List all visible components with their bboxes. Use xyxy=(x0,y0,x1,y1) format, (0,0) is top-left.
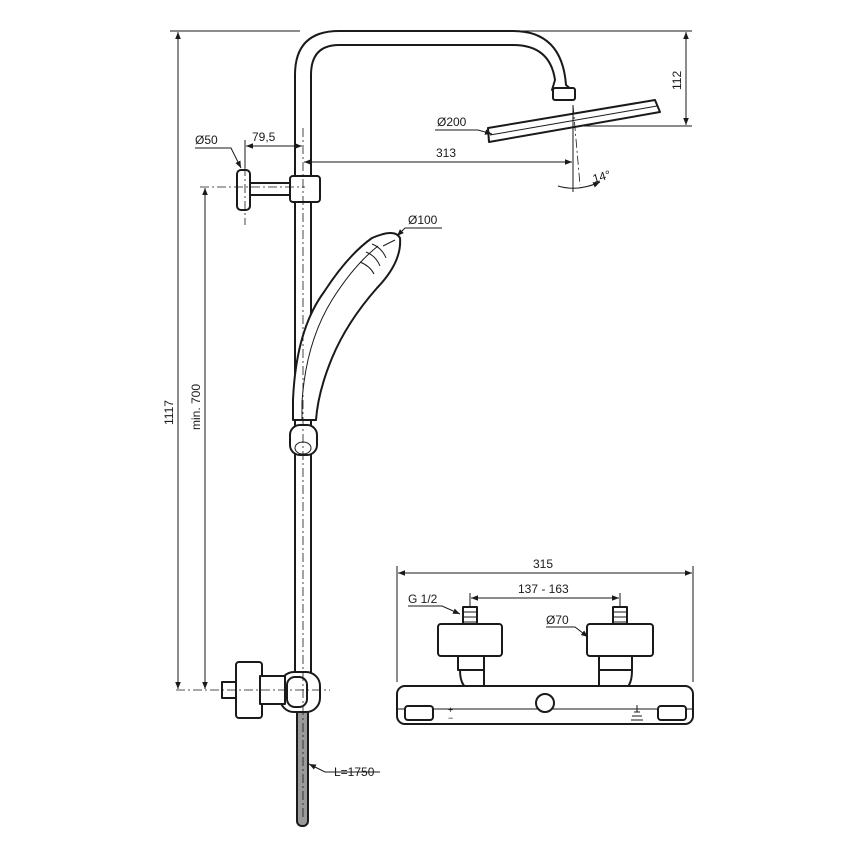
dim-escutcheon-diameter: Ø70 xyxy=(546,613,569,627)
dim-overhead-diameter: Ø200 xyxy=(437,115,467,129)
dim-overhead-height: 112 xyxy=(670,71,684,90)
right-handle-cap xyxy=(657,705,687,721)
dim-wall-flange-diameter: Ø50 xyxy=(195,133,218,147)
overhead-shower-head xyxy=(487,99,661,143)
dim-total-height: 1117 xyxy=(162,400,176,425)
dim-handshower-diameter: Ø100 xyxy=(408,213,438,227)
dim-arm-reach: 313 xyxy=(436,146,456,160)
shower-symbol-icon xyxy=(631,705,643,721)
mixer-dimension-lines xyxy=(396,566,694,682)
dim-mixer-width: 315 xyxy=(533,557,553,571)
mixer-cold-symbol: − xyxy=(448,713,453,723)
left-inlet xyxy=(437,606,503,691)
dimension-lines xyxy=(170,30,692,773)
overhead-connector xyxy=(552,87,576,101)
hand-shower xyxy=(292,232,402,421)
dim-min-mount-height: min. 700 xyxy=(189,384,203,430)
right-inlet xyxy=(586,606,654,691)
left-handle-cap xyxy=(404,705,434,721)
mixer-hot-symbol: + xyxy=(448,705,453,715)
thermostatic-mixer: + − xyxy=(396,606,694,725)
mixer-outlet xyxy=(535,693,555,713)
dim-inlet-centers: 137 - 163 xyxy=(518,582,569,596)
dim-inlet-thread: G 1/2 xyxy=(408,592,438,606)
dim-arm-offset: 79,5 xyxy=(252,130,276,144)
dim-overhead-angle: 14° xyxy=(591,167,612,186)
shower-column xyxy=(221,30,661,827)
hand-shower-holder xyxy=(289,424,318,456)
wall-bracket xyxy=(236,169,321,211)
dim-hose-length: L=1750 xyxy=(334,765,375,779)
